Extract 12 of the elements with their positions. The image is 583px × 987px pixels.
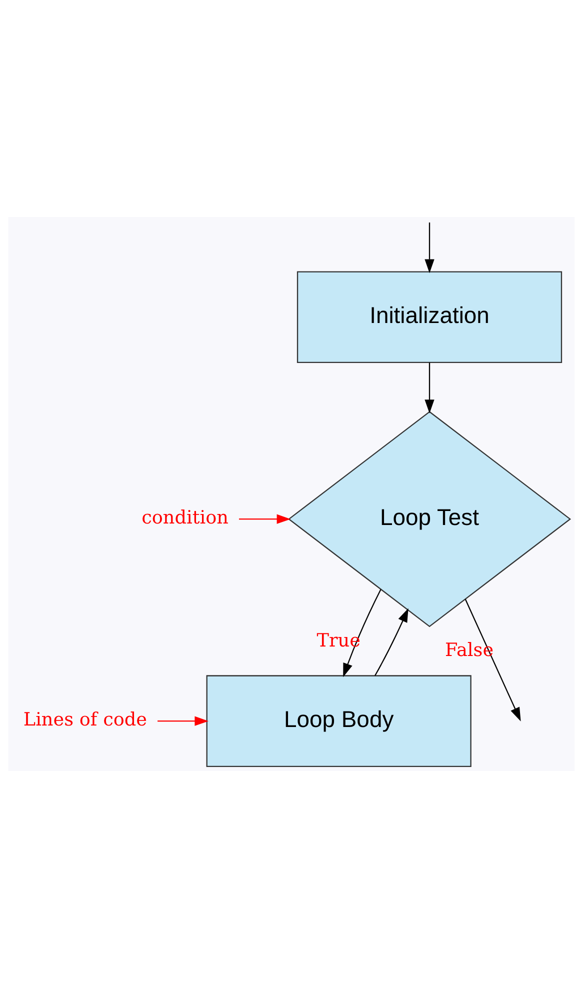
node-text: Lines of code <box>23 708 148 730</box>
arrow <box>343 588 382 677</box>
node-diamond: Loop Test <box>288 410 572 627</box>
node-box: Loop Body <box>206 674 472 766</box>
node-text: condition <box>142 506 229 528</box>
arrow <box>424 362 434 413</box>
arrow <box>158 716 208 726</box>
arrow <box>464 598 521 721</box>
arrow <box>424 222 434 273</box>
arrow <box>374 608 408 676</box>
arrow <box>239 514 291 524</box>
node-box: Initialization <box>296 270 562 362</box>
